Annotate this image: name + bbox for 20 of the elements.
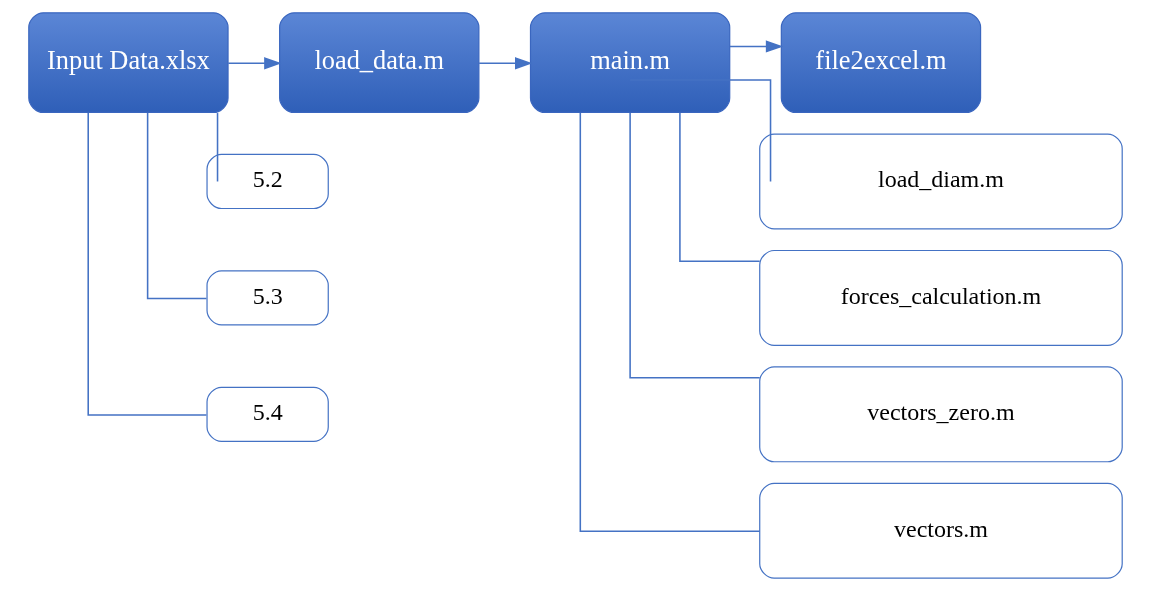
node-box: 5.3 [205, 270, 329, 326]
connector [678, 112, 760, 263]
arrow [728, 40, 783, 53]
node-box: forces_calculation.m [758, 249, 1123, 346]
arrow [477, 57, 533, 70]
node-box: 5.2 [205, 153, 329, 210]
node-box: file2excel.m [780, 12, 981, 114]
arrow [227, 57, 282, 70]
node-box: vectors.m [758, 482, 1123, 579]
node-box: 5.4 [205, 386, 329, 442]
connector [86, 112, 207, 416]
node-box: vectors_zero.m [758, 366, 1123, 463]
connector [579, 112, 760, 533]
node-box: load_data.m [278, 12, 479, 114]
node-box: load_diam.m [758, 133, 1123, 230]
connector [628, 112, 760, 379]
node-box: Input Data.xlsx [27, 12, 229, 114]
node-box: main.m [529, 12, 730, 114]
connector [216, 112, 218, 183]
connector [146, 112, 207, 300]
